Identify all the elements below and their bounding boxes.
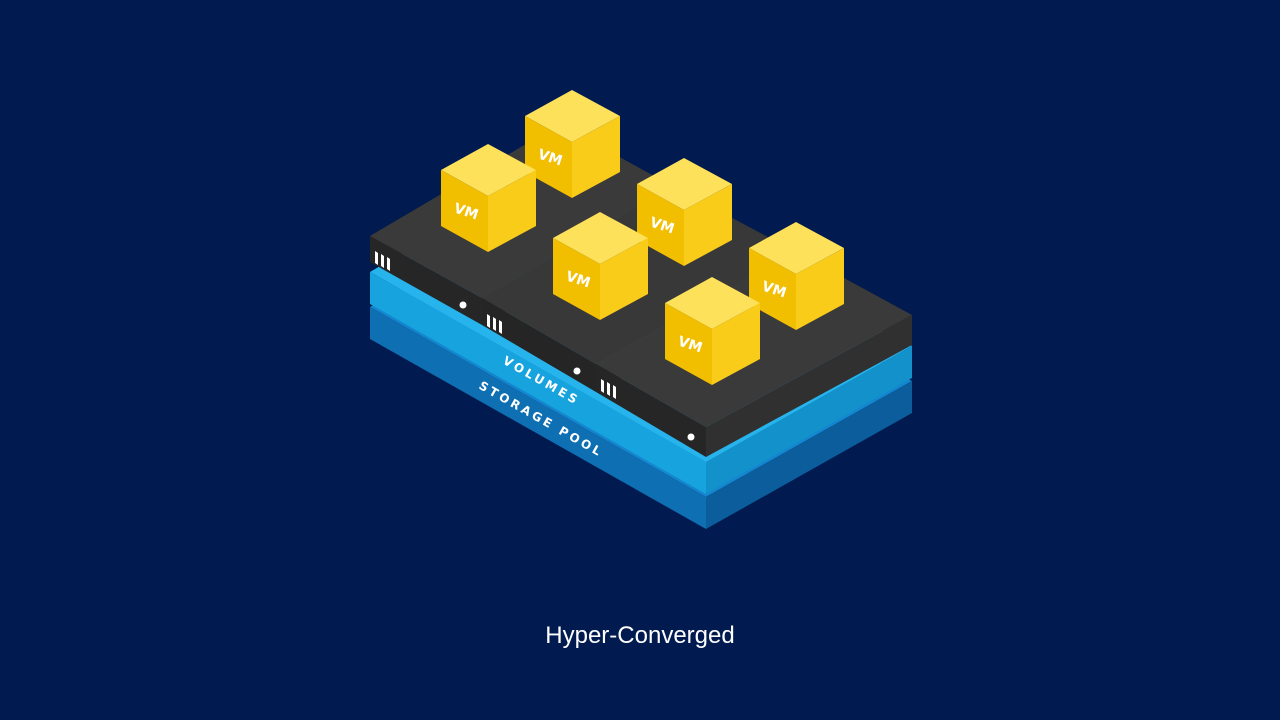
drive-bays-icon [375, 251, 390, 271]
vm-cube-6: VM [665, 277, 760, 385]
vm-left-face [665, 303, 712, 385]
vm-label: VM [564, 269, 593, 292]
vm-right-face [796, 248, 844, 330]
vm-label: VM [648, 215, 677, 238]
vm-left-face [637, 184, 684, 266]
vm-cube-1: VM [525, 90, 620, 198]
vm-left-face [441, 170, 488, 252]
vm-label: VM [760, 279, 789, 302]
vm-right-face [572, 116, 620, 198]
slide-caption: Hyper-Converged [545, 622, 735, 649]
power-led-icon [459, 301, 467, 309]
vm-top-face [665, 277, 760, 329]
power-led-icon [573, 367, 581, 375]
vm-cubes: VM VM VM VM [441, 90, 844, 385]
vm-right-face [712, 303, 760, 385]
server-front-face [482, 298, 596, 392]
vm-cube-2: VM [441, 144, 536, 252]
vm-right-face [684, 184, 732, 266]
vm-cube-4: VM [553, 212, 648, 320]
vm-label: VM [676, 334, 705, 357]
vm-right-face [488, 170, 536, 252]
vm-left-face [553, 238, 600, 320]
vm-cube-3: VM [637, 158, 732, 266]
server-side-face [706, 315, 912, 457]
vm-top-face [637, 158, 732, 210]
vm-label: VM [452, 201, 481, 224]
volumes-right-face [706, 346, 912, 494]
storage-pool-right-face [706, 381, 912, 529]
power-led-icon [687, 433, 695, 441]
vm-top-face [441, 144, 536, 196]
vm-label: VM [536, 147, 565, 170]
vm-cube-5: VM [749, 222, 844, 330]
drive-bays-icon [601, 379, 616, 399]
vm-left-face [525, 116, 572, 198]
volumes-left-face [370, 272, 706, 494]
vm-left-face [749, 248, 796, 330]
drive-bays-icon [487, 314, 502, 334]
vm-top-face [553, 212, 648, 264]
vm-right-face [600, 238, 648, 320]
server-front-face [596, 364, 706, 457]
vm-top-face [749, 222, 844, 274]
vm-top-face [525, 90, 620, 142]
server-front-face [370, 236, 482, 325]
storage-pool-left-face [370, 307, 706, 529]
